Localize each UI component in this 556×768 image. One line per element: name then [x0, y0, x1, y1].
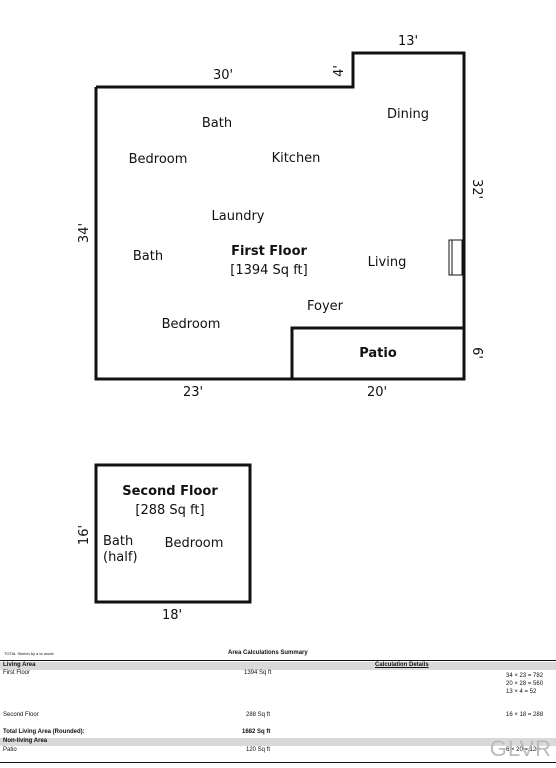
- calc-line: 20 × 28 = 560: [506, 681, 544, 687]
- summary-bottom-rule: [0, 762, 556, 763]
- summary-top-rule: [0, 660, 556, 661]
- calc-line: 13 × 4 = 52: [506, 689, 537, 695]
- table-row: First Floor 1394 Sq ft 34 × 23 = 782 20 …: [0, 670, 556, 710]
- room-bedroom-top: Bedroom: [129, 152, 188, 167]
- room-dining: Dining: [387, 107, 429, 122]
- room-bath-left: Bath: [133, 249, 163, 264]
- calc-line: 6 × 20 = 120: [506, 747, 540, 753]
- room-bedroom-bottom: Bedroom: [162, 317, 221, 332]
- row-first-floor-value: 1394 Sq ft: [244, 670, 272, 676]
- non-living-header-row: Non-living Area: [0, 738, 556, 746]
- dim-second-bottom: 18': [162, 608, 182, 623]
- room-kitchen: Kitchen: [272, 151, 321, 166]
- floor-plan: Bath Dining Bedroom Kitchen Laundry Bath…: [77, 34, 484, 623]
- first-floor-area: [1394 Sq ft]: [230, 263, 307, 278]
- second-floor-outline: [94, 463, 252, 604]
- summary-title: Area Calculations Summary: [228, 650, 308, 656]
- area-calculations-summary: TOTAL Sketch by a la mode Area Calculati…: [0, 648, 556, 766]
- total-label: Total Living Area (Rounded):: [3, 729, 85, 735]
- room-bath-top: Bath: [202, 116, 232, 131]
- first-floor-outline: [94, 51, 466, 381]
- room-bedroom-second: Bedroom: [165, 536, 224, 551]
- calc-details-label: Calculation Details: [375, 662, 429, 668]
- dim-top-main: 30': [213, 68, 233, 83]
- fireplace-mark: [448, 239, 463, 276]
- calc-line: 34 × 23 = 782: [506, 673, 544, 679]
- row-second-floor-name: Second Floor: [3, 712, 39, 718]
- table-row: Patio 120 Sq ft 6 × 20 = 120: [0, 747, 556, 755]
- total-row: Total Living Area (Rounded): 1682 Sq ft: [0, 729, 556, 737]
- living-area-label: Living Area: [3, 662, 36, 668]
- first-floor-title: First Floor: [231, 244, 307, 259]
- row-first-floor-name: First Floor: [3, 670, 30, 676]
- row-second-floor-value: 288 Sq ft: [246, 712, 271, 718]
- room-foyer: Foyer: [307, 299, 344, 314]
- dim-left: 34': [77, 223, 92, 243]
- dim-right: 32': [469, 179, 484, 199]
- living-area-header-row: Living Area Calculation Details: [0, 662, 556, 670]
- row-patio-value: 120 Sq ft: [246, 747, 271, 753]
- room-bath-half-line2: (half): [103, 550, 138, 565]
- dim-top-step: 4': [332, 65, 347, 77]
- room-bath-half-line1: Bath: [103, 534, 133, 549]
- row-patio-name: Patio: [3, 747, 17, 753]
- watermark-logo: GLVR: [489, 736, 552, 761]
- second-floor-title: Second Floor: [122, 484, 218, 499]
- dim-bottom-left: 23': [183, 385, 203, 400]
- room-living: Living: [368, 255, 407, 270]
- room-patio: Patio: [359, 346, 397, 361]
- total-value: 1682 Sq ft: [242, 729, 271, 735]
- non-living-label: Non-living Area: [3, 738, 48, 744]
- patio-outline: [290, 326, 464, 379]
- calc-line: 16 × 18 = 288: [506, 712, 544, 718]
- second-floor-area: [288 Sq ft]: [135, 503, 204, 518]
- dim-bottom-right: 20': [367, 385, 387, 400]
- room-laundry: Laundry: [212, 209, 265, 224]
- dim-patio-side: 6': [469, 347, 484, 359]
- dim-second-left: 16': [77, 525, 92, 545]
- table-row: Second Floor 288 Sq ft 16 × 18 = 288: [0, 712, 556, 722]
- dim-top-right: 13': [398, 34, 418, 49]
- sketch-note: TOTAL Sketch by a la mode: [4, 651, 54, 656]
